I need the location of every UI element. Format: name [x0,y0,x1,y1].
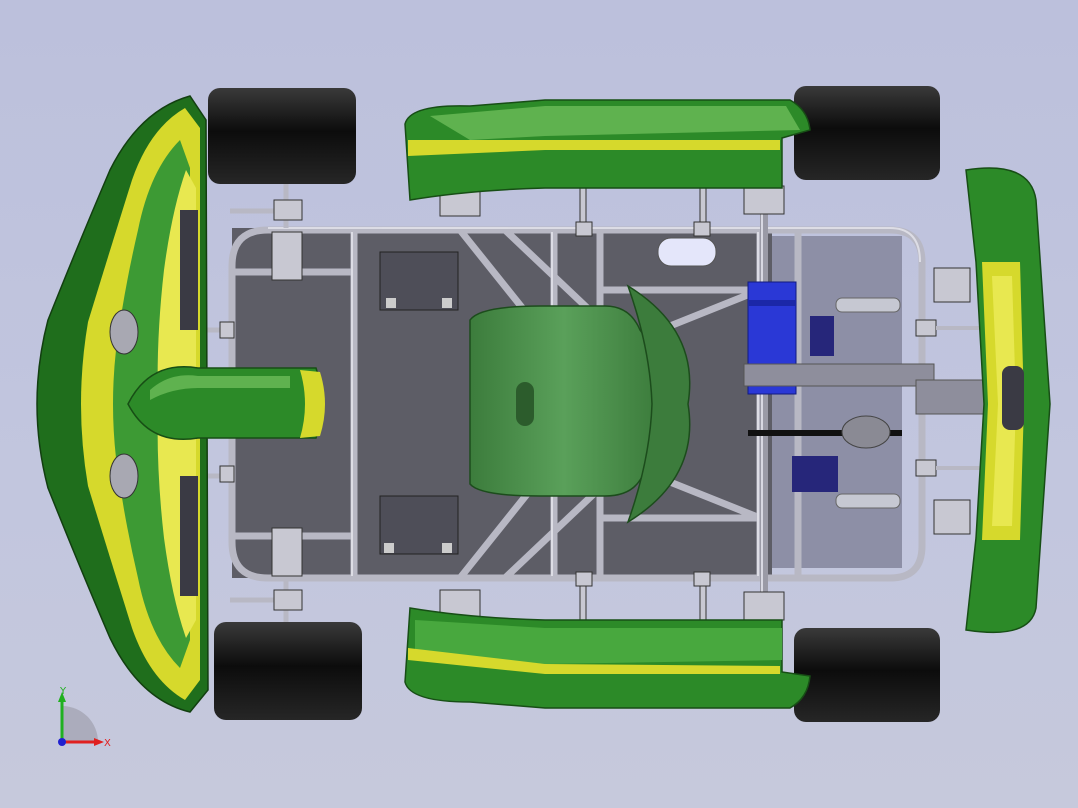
rear-axle[interactable] [760,200,768,610]
coordinate-triad[interactable]: Y X [52,686,122,756]
battery-plate-bottom[interactable] [379,495,459,555]
battery-plate-top[interactable] [379,251,459,311]
rear-right-tire[interactable] [794,628,940,722]
driver-seat[interactable] [469,284,691,524]
front-left-tire[interactable] [208,88,356,184]
front-pivot-knobs[interactable] [109,210,198,596]
left-side-pod[interactable] [404,99,811,201]
right-side-pod[interactable] [404,607,811,709]
fuel-tank-cap[interactable] [657,237,717,267]
z-axis-dot-icon [58,738,66,746]
y-axis-arrowhead-icon [58,692,66,702]
y-axis-label: Y [59,686,67,697]
x-axis-arrowhead-icon [94,738,104,746]
engine-block[interactable] [743,281,997,509]
front-center-spoiler[interactable] [127,366,325,440]
triad-plane-icon [62,706,98,742]
side-pod-mounts[interactable] [439,149,990,659]
rear-left-tire[interactable] [794,86,940,180]
rear-bumper[interactable] [965,167,1051,634]
front-right-tire[interactable] [214,622,362,720]
x-axis-label: X [104,738,111,749]
